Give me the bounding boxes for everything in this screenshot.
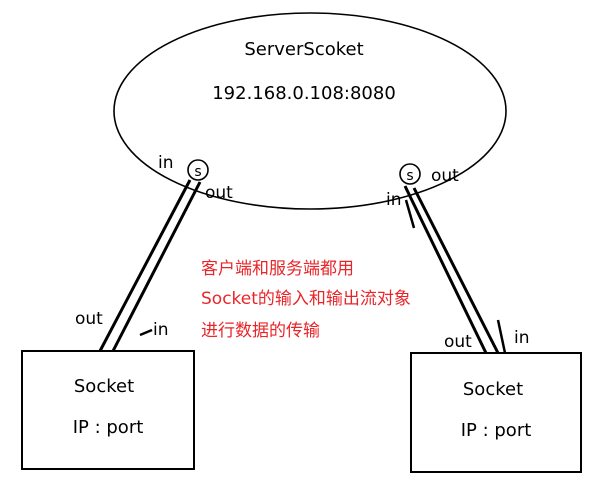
left-connection (98, 179, 202, 352)
server-left-in-label: in (158, 153, 174, 173)
server-right-socket (399, 163, 421, 185)
client-right-out-label: out (444, 332, 472, 352)
client-right-title: Socket (463, 379, 523, 400)
client-left-title: Socket (74, 376, 134, 397)
server-right-in-label: in (386, 190, 402, 210)
server-left-socket-symbol: s (194, 164, 201, 180)
note-line-3: 进行数据的传输 (201, 321, 320, 341)
server-right-socket-symbol: s (406, 168, 413, 184)
note-line-1: 客户端和服务端都用 (201, 259, 354, 279)
client-right-in-label: in (514, 328, 530, 348)
server-title: ServerScoket (244, 39, 363, 60)
client-left-box (21, 350, 195, 470)
client-left-out-label: out (75, 309, 103, 329)
server-left-out-label: out (205, 183, 233, 203)
server-address: 192.168.0.108:8080 (212, 83, 396, 104)
server-left-socket (187, 159, 209, 181)
right-connection (403, 185, 507, 354)
server-ellipse (113, 12, 507, 210)
note-line-2: Socket的输入和输出流对象 (201, 289, 411, 309)
client-right-detail: IP : port (461, 420, 532, 441)
client-right-box (410, 352, 582, 473)
server-right-out-label: out (431, 166, 459, 186)
client-left-detail: IP : port (73, 417, 144, 438)
client-left-in-label: in (153, 320, 169, 340)
